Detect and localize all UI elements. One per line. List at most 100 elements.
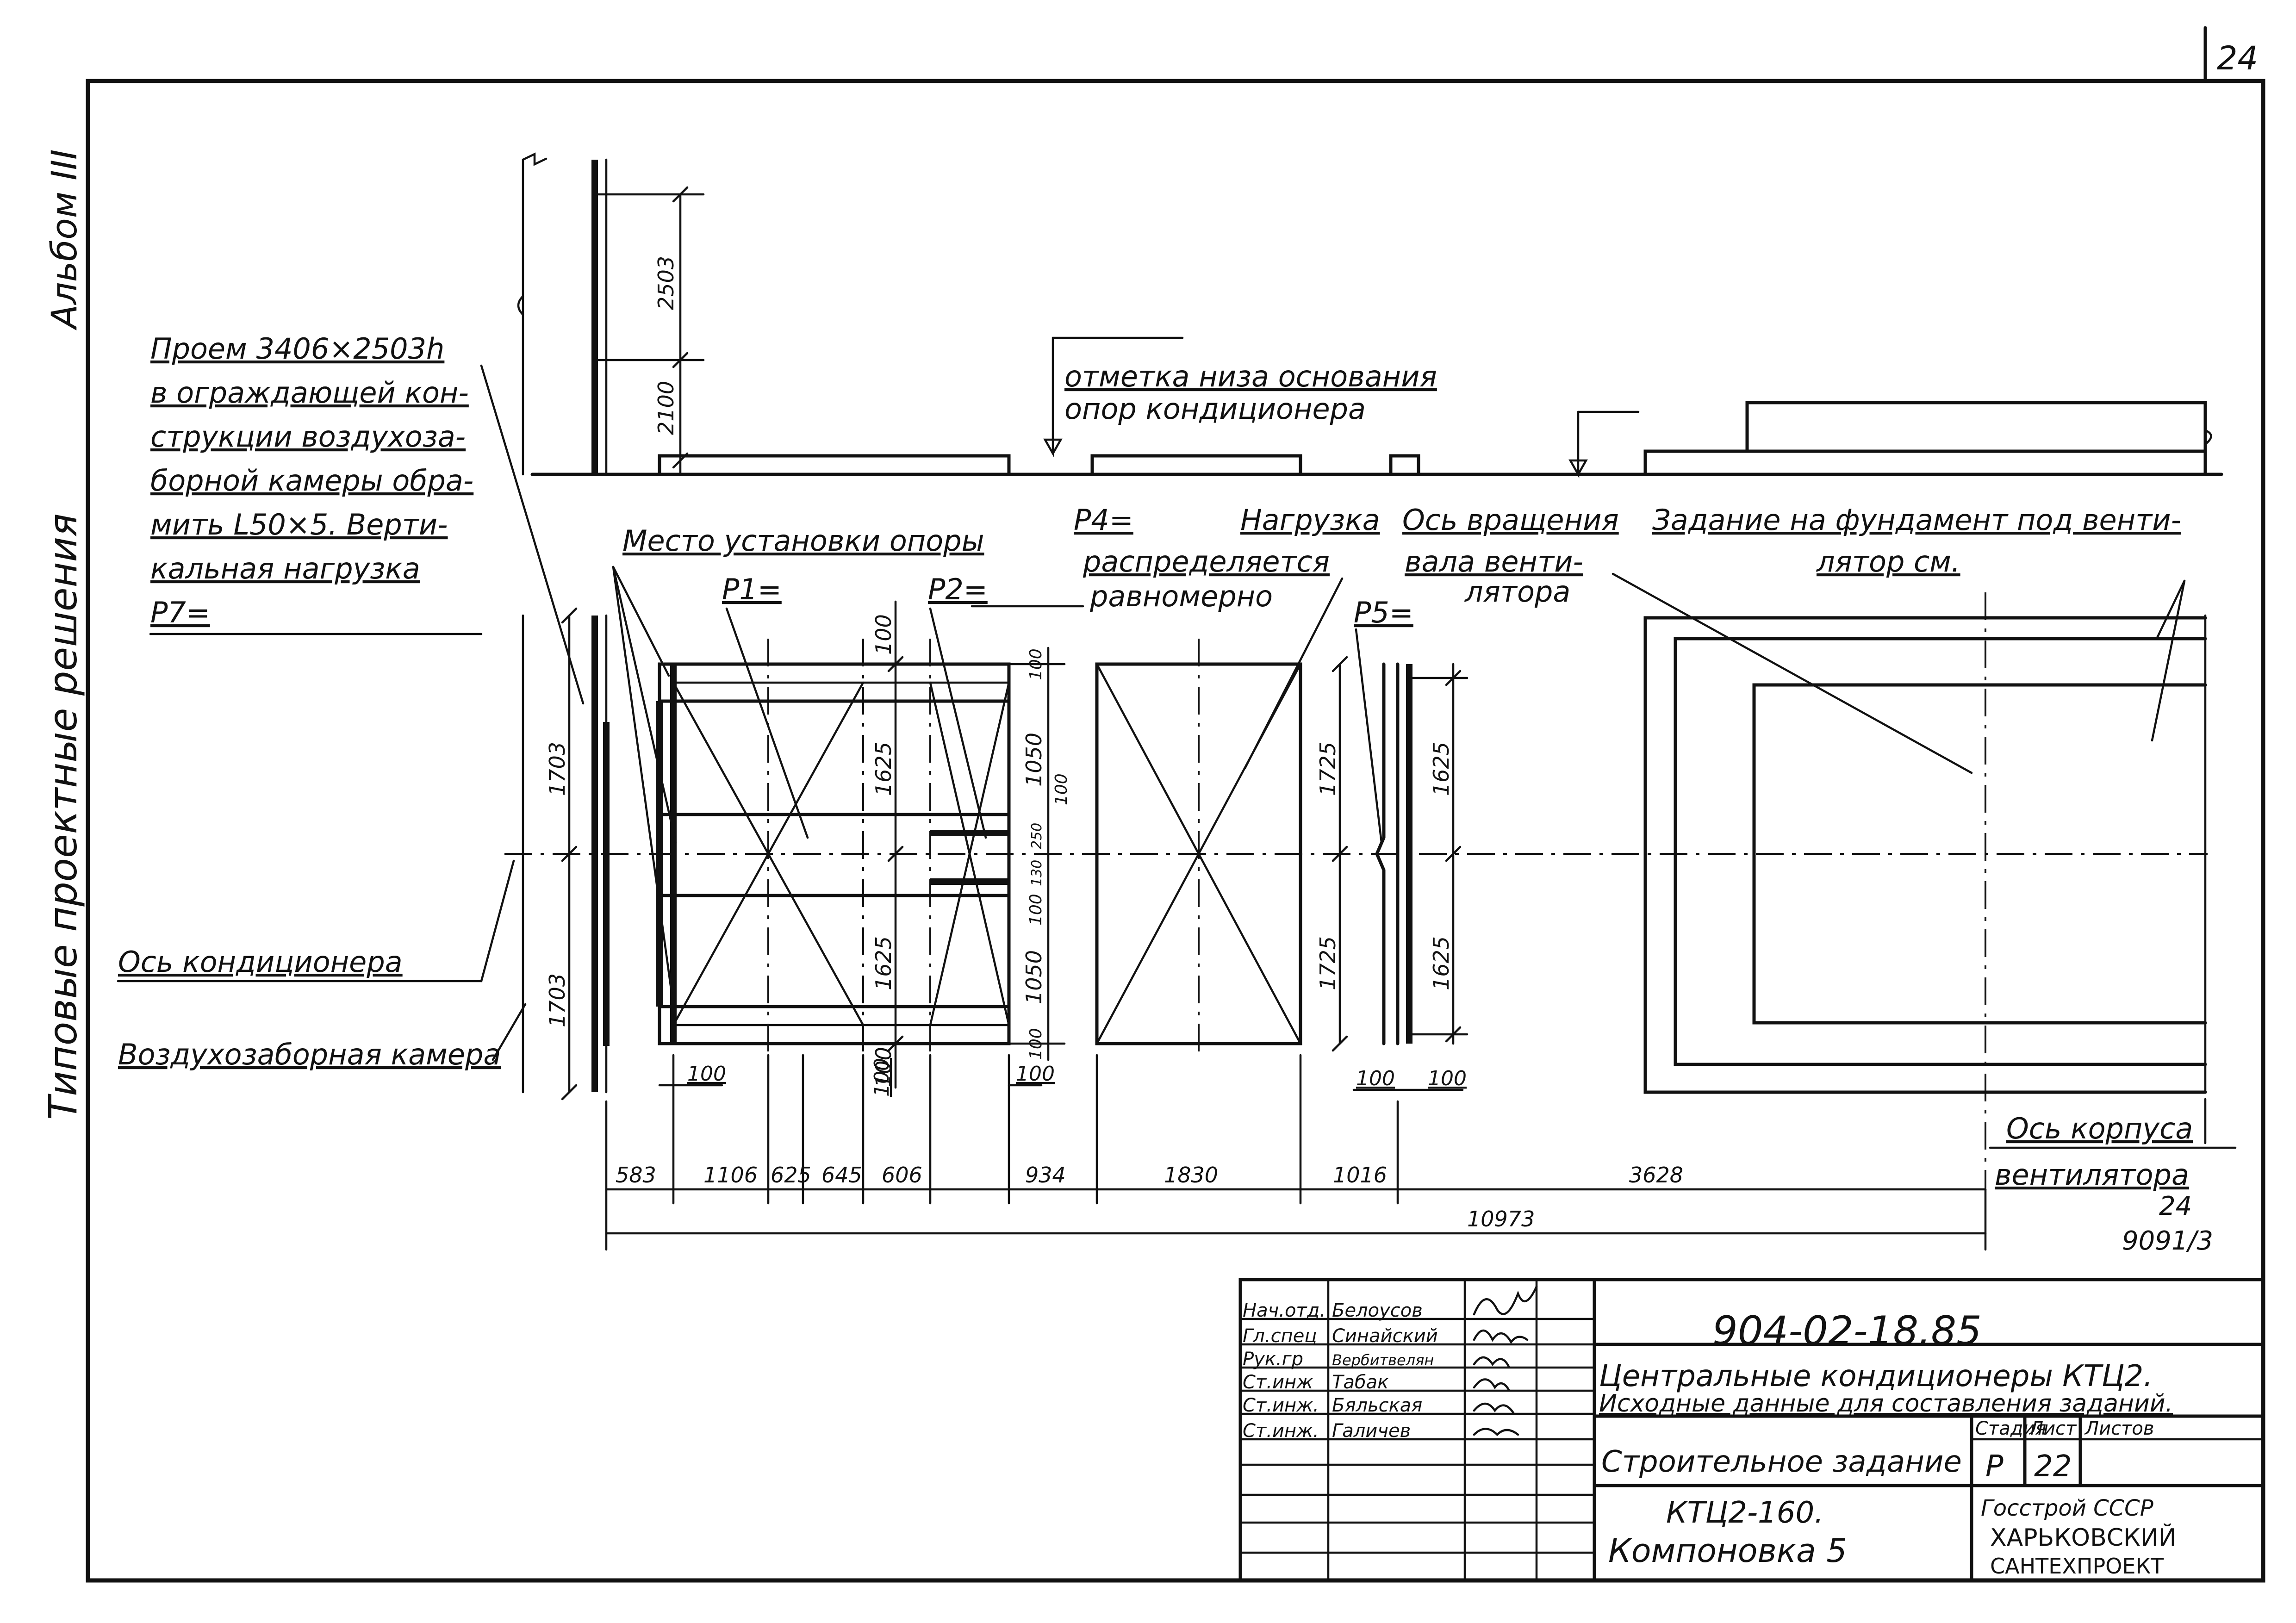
sheets-label: Листов bbox=[2084, 1418, 2154, 1439]
note-body-axis-2: вентилятора bbox=[1995, 1158, 2189, 1192]
note-foundation-1: Задание на фундамент под венти- bbox=[1652, 503, 2181, 537]
dim-unit-1725-top: 1725 bbox=[1315, 742, 1340, 796]
layout: Компоновка 5 bbox=[1608, 1532, 1847, 1570]
dim-583: 583 bbox=[616, 1163, 656, 1188]
note-distributed-1: распределяется bbox=[1083, 545, 1330, 578]
org-1: Госстрой СССР bbox=[1981, 1495, 2153, 1521]
sheet-frame: 24 Альбом III Типовые проектные решения bbox=[40, 26, 2265, 1583]
sheet-value: 22 bbox=[2034, 1449, 2072, 1484]
note-rotation-2: вала венти- bbox=[1405, 545, 1583, 578]
name-1: Белоусов bbox=[1332, 1300, 1423, 1321]
dim-right-1050a: 1050 bbox=[1021, 733, 1046, 787]
sheet-label: Лист bbox=[2028, 1418, 2077, 1439]
name-6: Галичев bbox=[1332, 1420, 1411, 1442]
dim-1830: 1830 bbox=[1164, 1163, 1218, 1188]
role-3: Рук.гр bbox=[1243, 1349, 1303, 1370]
role-2: Гл.спец bbox=[1243, 1325, 1317, 1347]
signature-marks bbox=[1473, 1285, 1538, 1436]
role-6: Ст.инж. bbox=[1243, 1420, 1319, 1442]
dim-right-250: 250 bbox=[1029, 823, 1045, 849]
annotations: Проем 3406×2503h в ограждающей кон- стру… bbox=[117, 332, 2237, 1256]
note-body-axis-1: Ось корпуса bbox=[2006, 1112, 2193, 1145]
note-opening-5: мить L50×5. Верти- bbox=[150, 508, 448, 541]
note-opening-1: Проем 3406×2503h bbox=[150, 332, 444, 366]
title-line-1: Центральные кондиционеры КТЦ2. bbox=[1599, 1359, 2153, 1393]
dim-right-100b: 100 bbox=[1052, 773, 1071, 805]
dim-fan-1625-bottom: 1625 bbox=[1429, 936, 1454, 990]
dim-right-1050b: 1050 bbox=[1021, 950, 1046, 1004]
side-album: Альбом III bbox=[44, 149, 85, 331]
note-p2: P2= bbox=[928, 572, 988, 606]
dim-625: 625 bbox=[771, 1163, 811, 1188]
reference-top: 24 bbox=[2159, 1191, 2192, 1221]
dim-frame-100-top: 100 bbox=[871, 614, 896, 655]
note-load: Нагрузка bbox=[1240, 503, 1380, 537]
stage-value: Р bbox=[1985, 1449, 2004, 1484]
model: КТЦ2-160. bbox=[1666, 1496, 1824, 1530]
fan-shaft: 1625 1625 100 100 bbox=[1352, 662, 1468, 1091]
dim-right-130: 130 bbox=[1029, 860, 1045, 886]
sheet-name: Строительное задание bbox=[1601, 1445, 1962, 1479]
name-3: Вербитвелян bbox=[1332, 1351, 1434, 1369]
side-series: Типовые проектные решения bbox=[40, 513, 86, 1120]
support-frame bbox=[656, 639, 1011, 1055]
dim-645: 645 bbox=[821, 1163, 862, 1188]
bottom-dimension-chain: 583 1106 625 645 606 934 1830 1016 3628 … bbox=[605, 1054, 1987, 1251]
dim-offset-100d: 100 bbox=[1356, 1067, 1395, 1090]
note-p5: P5= bbox=[1354, 596, 1413, 629]
note-support-place: Место установки опоры bbox=[622, 524, 984, 558]
dim-1106: 1106 bbox=[703, 1163, 758, 1188]
dim-right-100d: 100 bbox=[1027, 1028, 1045, 1060]
dim-right-100a: 100 bbox=[1027, 648, 1045, 680]
note-mark-line1: отметка низа основания bbox=[1064, 360, 1437, 393]
dim-1016: 1016 bbox=[1333, 1163, 1387, 1188]
note-distributed-2: равномерно bbox=[1089, 579, 1273, 613]
dim-fan-1625-top: 1625 bbox=[1429, 742, 1454, 796]
dim-606: 606 bbox=[882, 1163, 922, 1188]
dim-right-100c: 100 bbox=[1027, 894, 1045, 926]
note-opening-3: струкции воздухоза- bbox=[150, 420, 466, 454]
note-opening-4: борной камеры обра- bbox=[150, 464, 473, 497]
dim-934: 934 bbox=[1025, 1163, 1066, 1188]
title-line-2: Исходные данные для составления заданий. bbox=[1599, 1390, 2173, 1418]
role-5: Ст.инж. bbox=[1243, 1395, 1319, 1416]
dim-2100: 2100 bbox=[653, 381, 678, 435]
dim-frame-1625-bottom: 1625 bbox=[871, 936, 896, 990]
dim-2503: 2503 bbox=[653, 256, 678, 310]
dim-frame-1625-top: 1625 bbox=[871, 742, 896, 796]
title-block: Нач.отд. Гл.спец Рук.гр Ст.инж Ст.инж. С… bbox=[1238, 1278, 2265, 1582]
corner-number: 24 bbox=[2217, 39, 2258, 77]
fan-foundation bbox=[1643, 592, 2207, 1213]
note-foundation-2: лятор см. bbox=[1816, 545, 1960, 578]
note-intake-chamber: Воздухозаборная камера bbox=[118, 1038, 501, 1071]
dim-1703-top: 1703 bbox=[545, 742, 570, 796]
reference-bottom: 9091/3 bbox=[2122, 1226, 2213, 1256]
role-4: Ст.инж bbox=[1243, 1372, 1313, 1393]
dim-overall-10973: 10973 bbox=[1467, 1206, 1535, 1231]
dim-unit-1725-bottom: 1725 bbox=[1315, 936, 1340, 990]
frame-dimensions: 100 1625 1625 100 100 1050 100 250 130 1… bbox=[658, 600, 1071, 1097]
conditioner-unit: 1725 1725 bbox=[1095, 639, 1348, 1055]
role-1: Нач.отд. bbox=[1243, 1300, 1325, 1321]
dim-offset-100c: 100 bbox=[1016, 1062, 1055, 1086]
note-opening-7: P7= bbox=[150, 596, 210, 629]
dim-offset-100b: 100 bbox=[870, 1058, 894, 1097]
note-opening-6: кальная нагрузка bbox=[150, 552, 420, 585]
name-5: Бяльская bbox=[1332, 1395, 1422, 1416]
dim-1703-bottom: 1703 bbox=[545, 973, 570, 1027]
dim-3628: 3628 bbox=[1629, 1163, 1683, 1188]
note-rotation-1: Ось вращения bbox=[1402, 503, 1619, 537]
note-opening-2: в ограждающей кон- bbox=[150, 376, 469, 410]
note-rotation-3: лятора bbox=[1464, 575, 1570, 609]
stage-label: Стадия bbox=[1975, 1418, 2046, 1439]
drawing-code: 904-02-18.85 bbox=[1712, 1308, 1982, 1354]
note-p1: P1= bbox=[722, 572, 782, 606]
dim-offset-100a: 100 bbox=[687, 1062, 726, 1086]
dim-frame-100-bottom: 100 bbox=[871, 1047, 896, 1088]
name-4: Табак bbox=[1332, 1372, 1388, 1393]
org-3: САНТЕХПРОЕКТ bbox=[1990, 1554, 2164, 1579]
dim-offset-100e: 100 bbox=[1428, 1067, 1467, 1090]
top-section-view: 2503 2100 отметка низа основания опор ко… bbox=[517, 152, 2223, 479]
note-mark-line2: опор кондиционера bbox=[1064, 392, 1366, 426]
